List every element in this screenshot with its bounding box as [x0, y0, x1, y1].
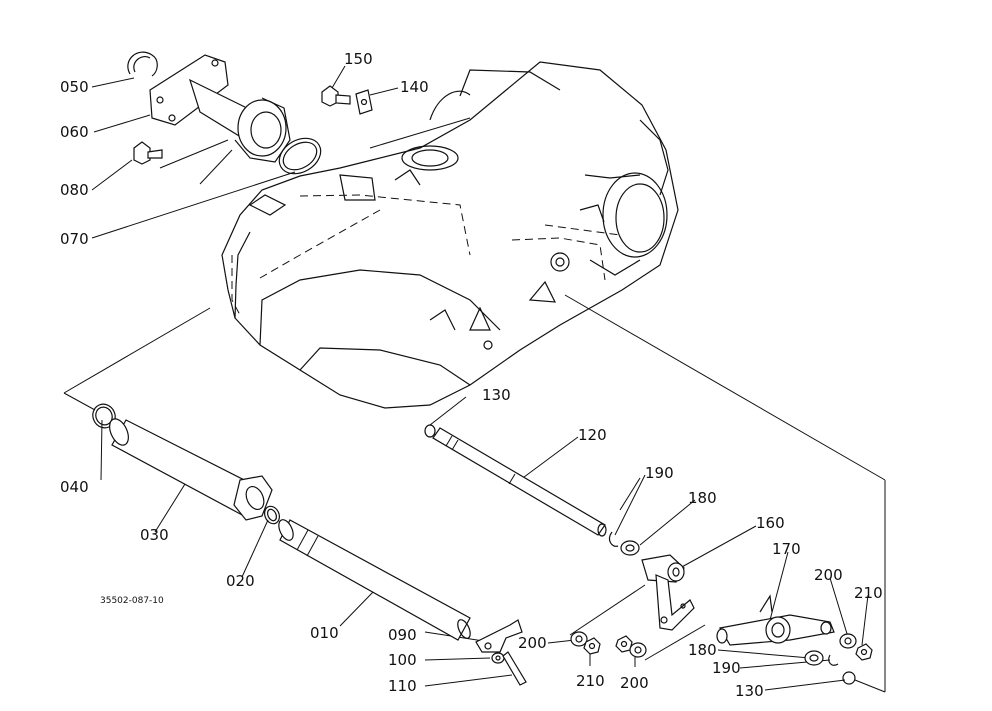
label-170: 170 — [772, 540, 801, 558]
label-060: 060 — [60, 123, 89, 141]
lever-170 — [716, 594, 835, 646]
label-200-mid: 200 — [620, 674, 649, 692]
label-030: 030 — [140, 526, 169, 544]
lever-160 — [641, 554, 695, 631]
o-ring-070 — [278, 137, 322, 175]
label-180-lower: 180 — [688, 641, 717, 659]
washer-200-right — [839, 633, 857, 649]
nut-210-right — [855, 643, 873, 661]
label-100: 100 — [388, 651, 417, 669]
label-160: 160 — [756, 514, 785, 532]
label-040: 040 — [60, 478, 89, 496]
label-130-lower: 130 — [735, 682, 764, 700]
shaft-010 — [278, 519, 471, 641]
cover-060 — [149, 54, 291, 163]
washer-200-left — [570, 631, 588, 647]
nut-210-left — [583, 637, 601, 655]
label-200-left: 200 — [518, 634, 547, 652]
washer-180-lower — [804, 650, 824, 666]
bolt-150 — [321, 85, 351, 107]
bolt-080 — [133, 141, 163, 165]
label-080: 080 — [60, 181, 89, 199]
shaft-120 — [432, 427, 607, 537]
label-110: 110 — [388, 677, 417, 695]
washer-100 — [491, 652, 505, 664]
label-140: 140 — [400, 78, 429, 96]
leader-lines — [63, 65, 886, 693]
part-labels: 050 060 080 070 150 140 130 120 190 180 … — [60, 50, 883, 700]
washer-180-upper — [620, 540, 640, 556]
snap-ring-050 — [127, 51, 158, 77]
o-ring-130-upper — [424, 424, 436, 438]
label-210-left: 210 — [576, 672, 605, 690]
arm-090 — [475, 619, 523, 653]
label-180-upper: 180 — [688, 489, 717, 507]
label-200-right: 200 — [814, 566, 843, 584]
label-210-right: 210 — [854, 584, 883, 602]
label-050: 050 — [60, 78, 89, 96]
label-120: 120 — [578, 426, 607, 444]
transmission-housing — [221, 61, 679, 409]
pin-190-upper — [608, 531, 619, 547]
sleeve-030 — [109, 418, 273, 521]
label-130-upper: 130 — [482, 386, 511, 404]
drawing-code: 35502-087-10 — [100, 596, 164, 606]
clip-140 — [355, 89, 373, 115]
label-150: 150 — [344, 50, 373, 68]
label-190-upper: 190 — [645, 464, 674, 482]
label-090: 090 — [388, 626, 417, 644]
label-070: 070 — [60, 230, 89, 248]
washer-200-mid — [629, 642, 647, 658]
pin-190-lower — [828, 654, 839, 666]
o-ring-130-lower — [842, 671, 856, 685]
label-190-lower: 190 — [712, 659, 741, 677]
label-010: 010 — [310, 624, 339, 642]
label-020: 020 — [226, 572, 255, 590]
o-ring-020 — [264, 505, 280, 525]
pin-110 — [502, 651, 527, 686]
